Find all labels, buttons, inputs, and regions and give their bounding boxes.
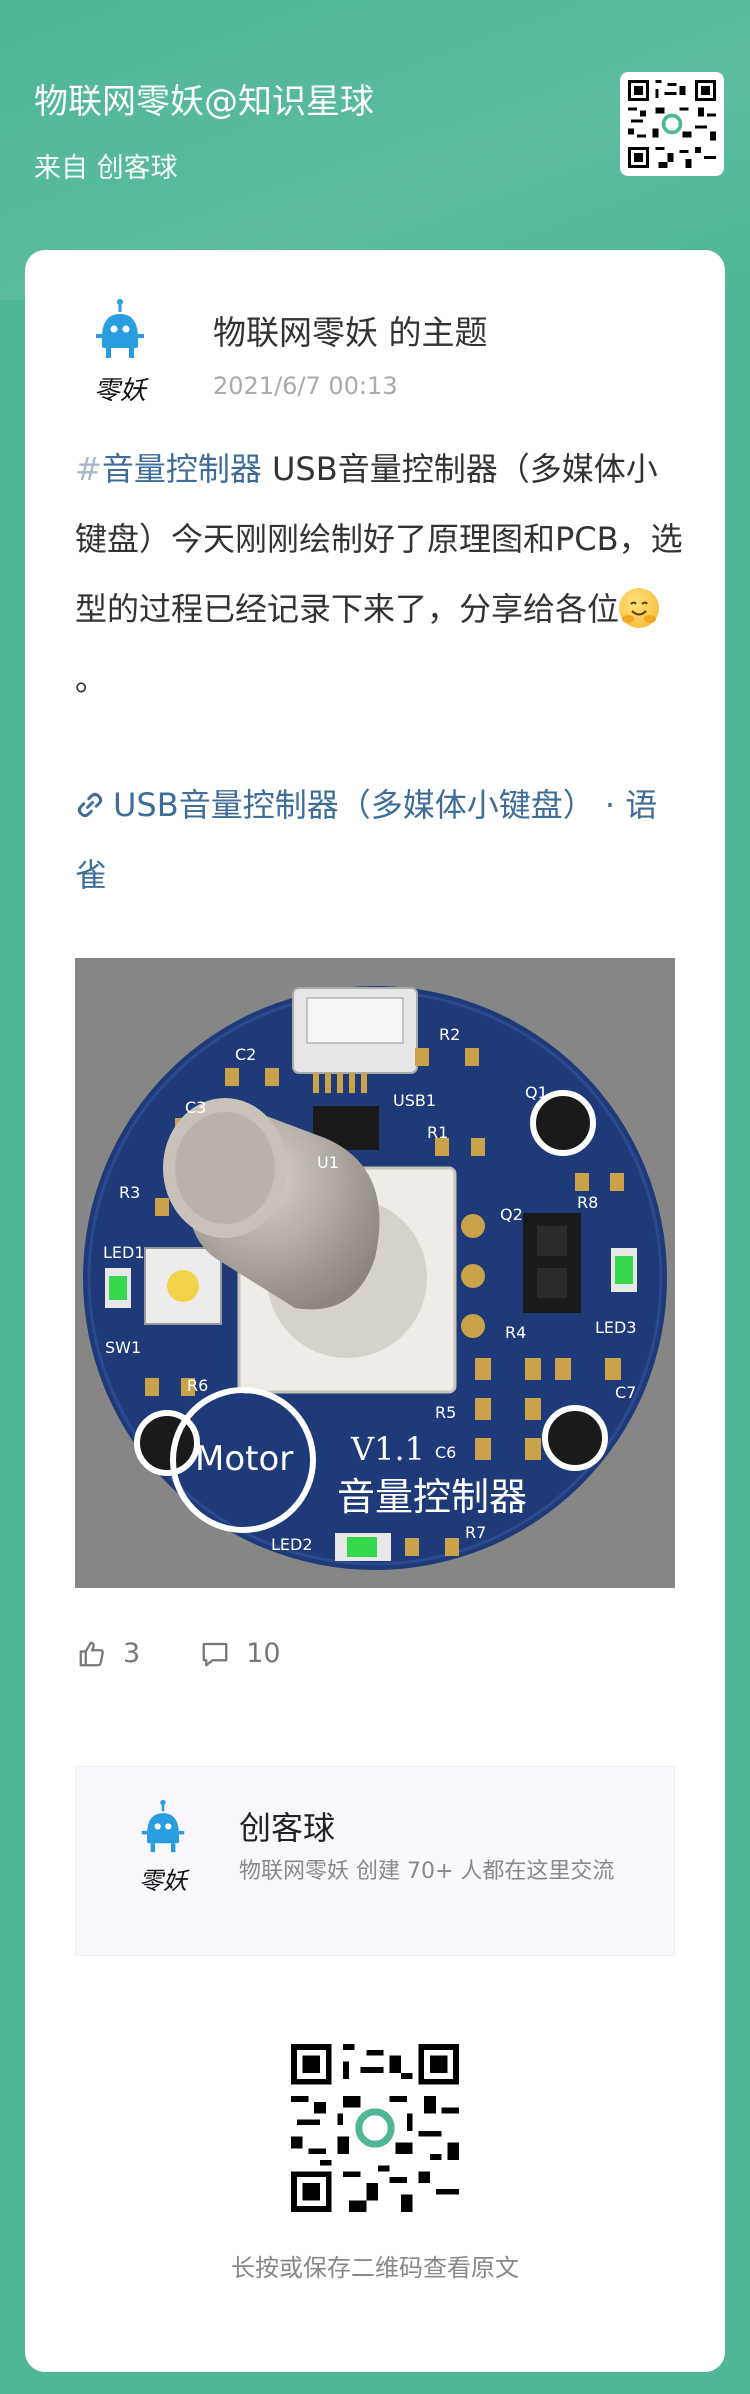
link-icon xyxy=(77,792,103,818)
pcb-label: LED1 xyxy=(103,1243,145,1262)
external-link[interactable]: USB音量控制器（多媒体小键盘） · 语雀 xyxy=(75,770,685,910)
pcb-label: R2 xyxy=(439,1025,460,1044)
pcb-label: LED2 xyxy=(271,1535,313,1554)
pcb-label: U1 xyxy=(317,1153,339,1172)
pcb-label: C3 xyxy=(185,1098,206,1117)
planet-description: 物联网零妖 创建 70+ 人都在这里交流 xyxy=(239,1859,615,1884)
topic-tag[interactable]: #音量控制器 xyxy=(75,450,262,488)
post-stats: 3 10 xyxy=(77,1638,341,1669)
qr-code-icon xyxy=(291,2044,459,2212)
pcb-label: USB1 xyxy=(393,1091,436,1110)
post-author[interactable]: 物联网零妖 的主题 xyxy=(213,313,488,352)
pcb-label: R5 xyxy=(435,1403,456,1422)
qr-code-icon xyxy=(628,80,716,168)
pcb-label: R7 xyxy=(465,1523,486,1542)
link-text: USB音量控制器（多媒体小键盘） · 语雀 xyxy=(75,786,658,894)
tag-hash: # xyxy=(75,450,102,488)
comment-count: 10 xyxy=(246,1638,281,1669)
pcb-label: C7 xyxy=(615,1383,636,1402)
author-avatar[interactable]: 零妖 xyxy=(75,298,165,408)
post-image-pcb[interactable]: C2 R2 USB1 Q1 C3 U1 R1 R3 Q2 R8 LED1 R4 … xyxy=(75,958,675,1588)
pcb-label: Q1 xyxy=(525,1083,548,1102)
pcb-label: SW1 xyxy=(105,1338,141,1357)
comment-button[interactable]: 10 xyxy=(200,1638,281,1669)
tag-label: 音量控制器 xyxy=(101,450,262,488)
pcb-label: Q2 xyxy=(500,1205,523,1224)
pcb-label: R6 xyxy=(187,1376,208,1395)
source-label: 来自 创客球 xyxy=(34,153,178,184)
pcb-label-motor: Motor xyxy=(195,1439,293,1479)
post-card: 零妖 物联网零妖 的主题 2021/6/7 00:13 #音量控制器 USB音量… xyxy=(25,250,725,2372)
group-name: 物联网零妖@知识星球 xyxy=(34,82,374,122)
hugging-face-emoji-icon xyxy=(619,588,660,628)
thumbs-up-icon xyxy=(79,1641,104,1666)
planet-avatar: 零妖 xyxy=(120,1799,206,1905)
robot-icon xyxy=(141,1799,185,1853)
pcb-label: LED3 xyxy=(595,1318,637,1337)
header-qr-code[interactable] xyxy=(620,72,724,176)
post-content: #音量控制器 USB音量控制器（多媒体小键盘）今天刚刚绘制好了原理图和PCB，选… xyxy=(75,434,685,714)
like-button[interactable]: 3 xyxy=(77,1638,140,1669)
qr-hint-text: 长按或保存二维码查看原文 xyxy=(231,2254,519,2282)
pcb-label: R4 xyxy=(505,1323,526,1342)
planet-logo-text: 零妖 xyxy=(139,1867,187,1895)
footer-qr-code[interactable] xyxy=(291,2044,459,2212)
comment-icon xyxy=(202,1642,228,1666)
pcb-label-title: 音量控制器 xyxy=(337,1475,527,1519)
robot-icon xyxy=(96,299,144,358)
post-text-end: 。 xyxy=(75,660,108,698)
pcb-label: R3 xyxy=(119,1183,140,1202)
pcb-label-version: V1.1 xyxy=(350,1430,425,1468)
planet-card[interactable]: 零妖 创客球 物联网零妖 创建 70+ 人都在这里交流 xyxy=(75,1766,675,1956)
pcb-label: R1 xyxy=(427,1123,448,1142)
pcb-label: R8 xyxy=(577,1193,598,1212)
pcb-label: C6 xyxy=(435,1443,456,1462)
post-time: 2021/6/7 00:13 xyxy=(213,372,398,400)
planet-name: 创客球 xyxy=(239,1809,336,1847)
pcb-label: C2 xyxy=(235,1045,256,1064)
post-text: USB音量控制器（多媒体小键盘）今天刚刚绘制好了原理图和PCB，选型的过程已经记… xyxy=(75,450,683,628)
pcb-render-image: C2 R2 USB1 Q1 C3 U1 R1 R3 Q2 R8 LED1 R4 … xyxy=(75,958,675,1588)
avatar-logo-text: 零妖 xyxy=(93,376,146,406)
page-header: 物联网零妖@知识星球 来自 创客球 xyxy=(34,80,374,185)
like-count: 3 xyxy=(123,1638,141,1669)
